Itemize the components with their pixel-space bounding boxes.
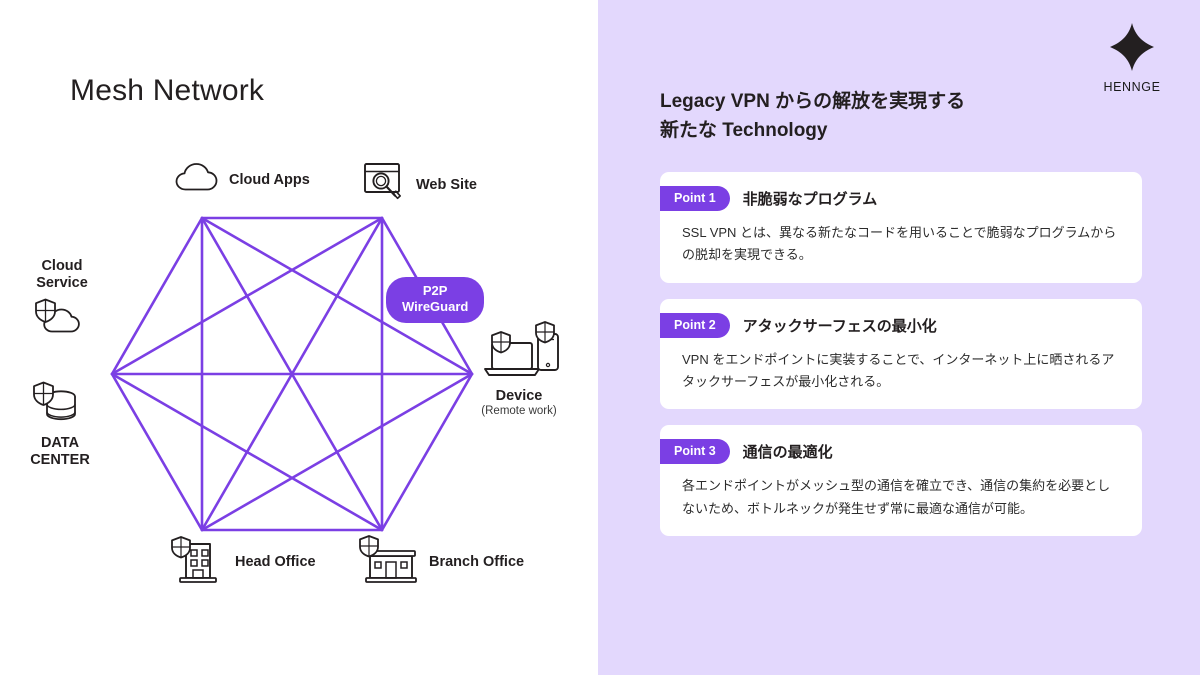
shield-cloud-icon: [32, 295, 92, 342]
point-card-header: Point 2 アタックサーフェスの最小化: [660, 299, 1142, 338]
node-label-cloud-service-line1: Cloud: [41, 258, 83, 274]
page-title: Mesh Network: [70, 74, 265, 107]
node-cloud-service[interactable]: Cloud Service: [32, 258, 92, 342]
p2p-badge-line1: P2P: [422, 283, 448, 298]
shield-office-building-icon: [168, 534, 226, 589]
cloud-icon: [174, 162, 220, 197]
left-panel: Mesh Network: [0, 0, 598, 675]
node-label-device: Device: [495, 388, 543, 404]
node-device[interactable]: Device (Remote work): [476, 320, 562, 417]
node-label-head-office: Head Office: [235, 553, 316, 570]
point-card[interactable]: Point 3 通信の最適化 各エンドポイントがメッシュ型の通信を確立でき、通信…: [660, 425, 1142, 537]
node-branch-office[interactable]: Branch Office: [356, 534, 524, 589]
p2p-wireguard-badge[interactable]: P2P WireGuard: [386, 277, 485, 323]
hennge-star-icon: [1096, 22, 1168, 77]
p2p-badge-line2: WireGuard: [402, 299, 469, 315]
node-label-data-center: DATA CENTER: [30, 435, 90, 469]
shield-database-icon: [30, 380, 90, 433]
point-card-body: SSL VPN とは、異なる新たなコードを用いることで脆弱なプログラムからの脱却…: [682, 225, 1117, 263]
point-card-title: 通信の最適化: [742, 444, 833, 462]
node-label-branch-office: Branch Office: [429, 553, 525, 570]
node-web-site[interactable]: Web Site: [362, 160, 477, 209]
node-head-office[interactable]: Head Office: [168, 534, 316, 589]
point-badge: Point 1: [660, 186, 730, 211]
points-card-list: Point 1 非脆弱なプログラム SSL VPN とは、異なる新たなコードを用…: [660, 172, 1142, 552]
node-label-web-site: Web Site: [416, 176, 477, 193]
mesh-graph-svg: [110, 216, 474, 532]
point-badge: Point 3: [660, 439, 730, 465]
browser-search-icon: [362, 160, 406, 209]
brand-logo-text: HENNGE: [1103, 80, 1161, 94]
node-label-data-center-line2: CENTER: [30, 452, 90, 469]
mesh-edges: [110, 216, 474, 532]
right-heading-line1: Legacy VPN からの解放を実現する: [660, 91, 966, 112]
shield-storefront-icon: [356, 534, 420, 589]
point-card-header: Point 1 非脆弱なプログラム: [660, 172, 1142, 211]
point-card-body: VPN をエンドポイントに実装することで、インターネット上に晒されるアタックサー…: [682, 351, 1115, 390]
mesh-network-diagram: Cloud Apps Web Site: [0, 140, 598, 610]
point-card[interactable]: Point 2 アタックサーフェスの最小化 VPN をエンドポイントに実装するこ…: [660, 298, 1142, 410]
right-panel: HENNGE Legacy VPN からの解放を実現する 新たな Technol…: [598, 0, 1200, 675]
node-cloud-apps[interactable]: Cloud Apps: [174, 162, 310, 197]
point-card[interactable]: Point 1 非脆弱なプログラム SSL VPN とは、異なる新たなコードを用…: [660, 172, 1142, 283]
right-panel-heading: Legacy VPN からの解放を実現する 新たな Technology: [660, 88, 1120, 145]
right-heading-line2: 新たな Technology: [660, 119, 828, 141]
node-label-data-center-line1: DATA: [40, 435, 80, 451]
point-card-body: 各エンドポイントがメッシュ型の通信を確立でき、通信の集約を必要としないため、ボト…: [682, 478, 1111, 516]
node-label-cloud-service-line2: Service: [36, 275, 88, 292]
point-card-header: Point 3 通信の最適化: [660, 425, 1142, 465]
point-card-title: アタックサーフェスの最小化: [742, 317, 937, 335]
node-sublabel-device: (Remote work): [481, 405, 557, 417]
point-card-title: 非脆弱なプログラム: [742, 191, 878, 208]
point-badge: Point 2: [660, 312, 730, 338]
node-label-cloud-service: Cloud Service: [36, 258, 88, 292]
node-label-cloud-apps: Cloud Apps: [229, 171, 310, 188]
shield-laptop-phone-icon: [476, 320, 562, 387]
node-data-center[interactable]: DATA CENTER: [30, 380, 90, 469]
brand-logo[interactable]: HENNGE: [1096, 22, 1168, 94]
